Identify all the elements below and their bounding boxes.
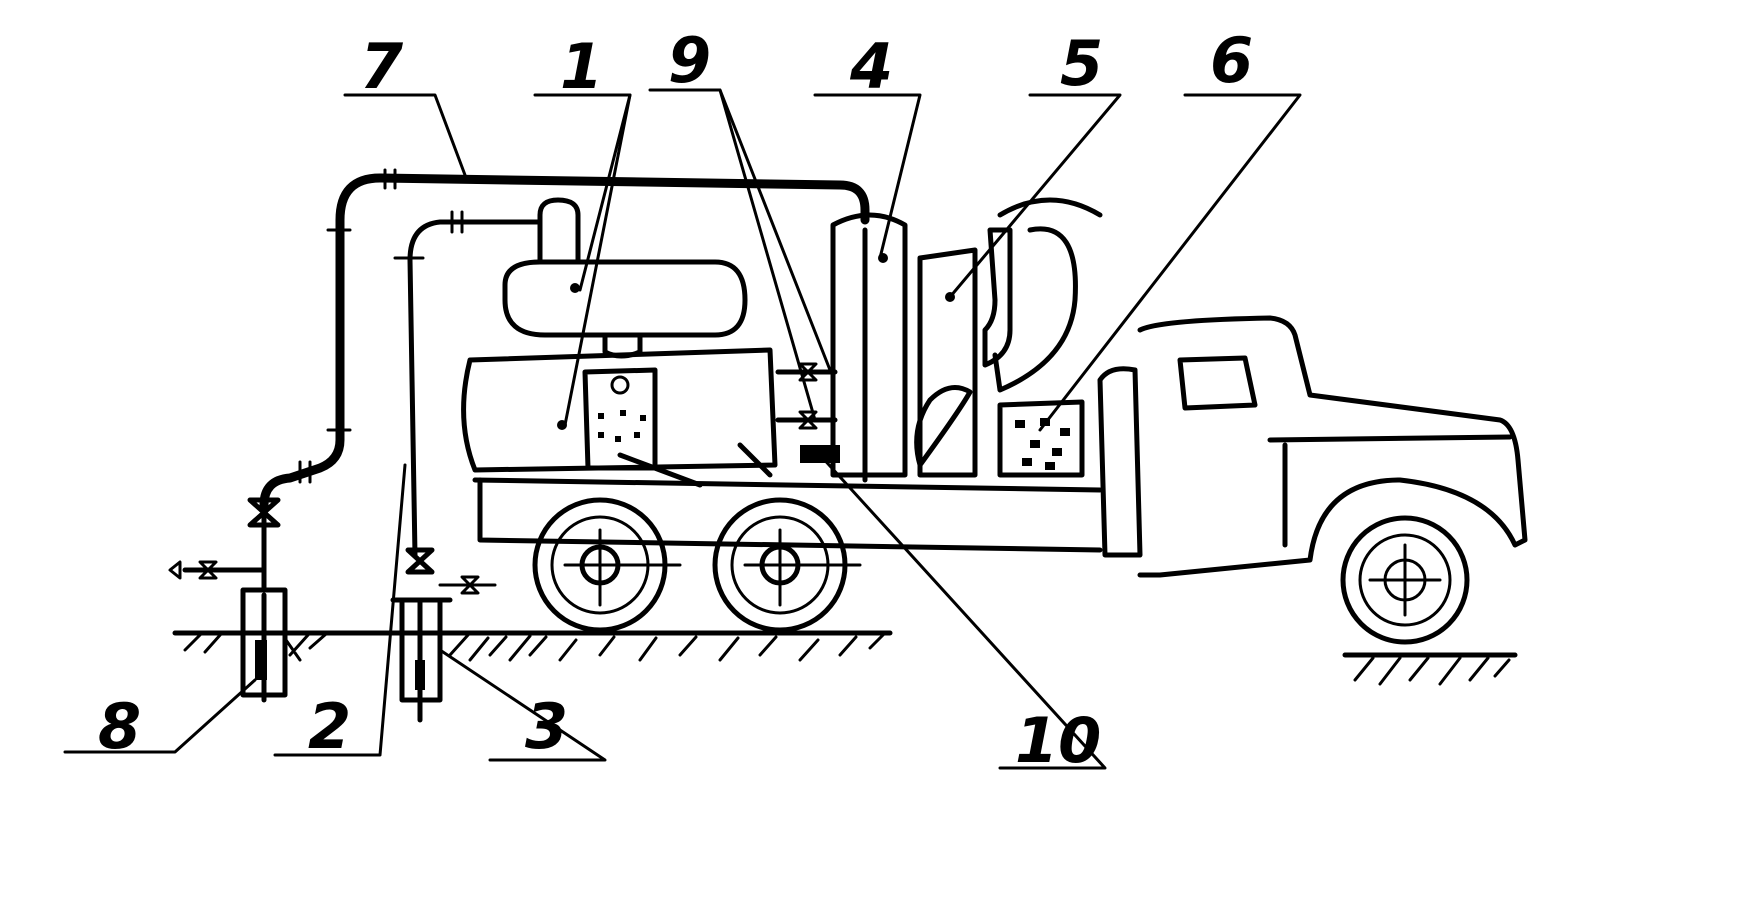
gas-pipeline-7 <box>259 168 870 510</box>
callout-9: 9 <box>668 24 711 97</box>
callout-3: 3 <box>525 690 568 763</box>
front-wheel <box>1340 515 1470 645</box>
truck-unit-diagram: 7 1 9 4 5 6 8 2 3 10 <box>63 24 1528 777</box>
truck-body <box>472 315 1528 578</box>
wellhead-8 <box>168 497 288 703</box>
callout-1: 1 <box>560 30 603 103</box>
leader-lines <box>63 88 1302 770</box>
rear-wheel-2 <box>712 497 862 633</box>
ground-line <box>172 630 1518 686</box>
box-6 <box>997 399 1085 478</box>
callout-10: 10 <box>1015 704 1101 777</box>
wellhead-3 <box>390 547 497 723</box>
callout-4: 4 <box>849 30 893 103</box>
callout-7: 7 <box>360 30 404 103</box>
separator-upper <box>502 197 748 359</box>
callout-2: 2 <box>308 690 351 763</box>
column-4 <box>830 212 908 483</box>
main-tank <box>461 347 778 488</box>
return-pipeline <box>393 210 543 558</box>
rear-wheel-1 <box>532 497 682 633</box>
unit-5 <box>914 197 1103 478</box>
callout-5: 5 <box>1060 27 1103 100</box>
callout-6: 6 <box>1210 24 1253 97</box>
callout-8: 8 <box>98 690 141 763</box>
